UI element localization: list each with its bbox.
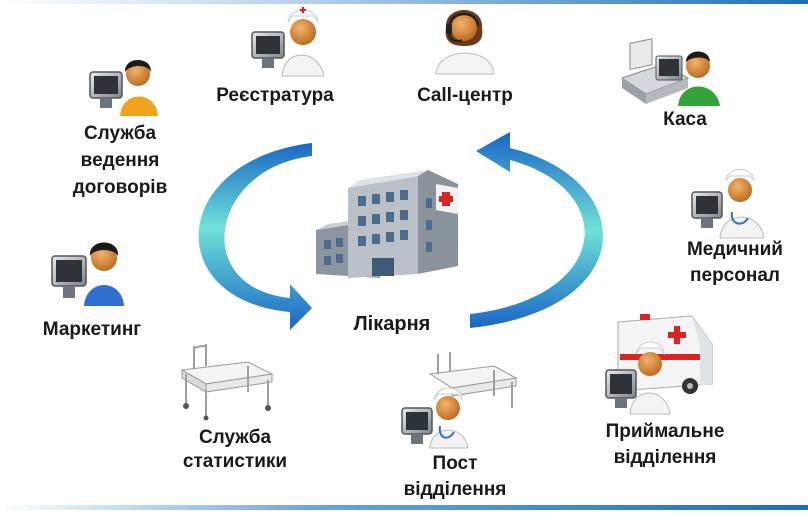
contracts-service-icon xyxy=(89,60,158,116)
top-accent-line xyxy=(0,0,808,4)
statistics-label-line1: Служба xyxy=(198,427,272,448)
bottom-accent-line xyxy=(0,505,808,510)
call-center-label: Call-центр xyxy=(417,85,513,106)
cashier-label: Каса xyxy=(663,109,707,130)
registry-label: Реєстратура xyxy=(216,85,334,106)
ward-post-nurse-icon xyxy=(401,352,518,449)
contracts-label-line1: Служба xyxy=(83,123,157,144)
marketing-label: Маркетинг xyxy=(42,319,142,340)
right-cycle-arrow xyxy=(470,132,604,328)
admission-label-line1: Приймальне xyxy=(605,421,725,442)
left-cycle-arrow xyxy=(198,143,312,330)
call-center-operator-icon xyxy=(435,10,495,75)
registry-nurse-icon xyxy=(251,7,325,77)
admission-ambulance-icon xyxy=(605,314,713,415)
admission-label-line2: відділення xyxy=(613,447,717,468)
medical-staff-label-line1: Медичний xyxy=(686,239,783,260)
medical-staff-doctor-icon xyxy=(691,169,765,239)
ward-post-label-line1: Пост xyxy=(432,453,478,474)
hospital-building-icon xyxy=(316,170,458,278)
statistics-bed-icon xyxy=(180,344,274,421)
ward-post-label-line2: відділення xyxy=(403,479,507,500)
cashier-register-icon xyxy=(620,38,720,106)
contracts-label-line3: договорів xyxy=(72,177,168,198)
marketing-person-icon xyxy=(51,242,124,306)
medical-staff-label-line2: персонал xyxy=(690,265,780,286)
hospital-label: Лікарня xyxy=(353,313,431,335)
statistics-label-line2: статистики xyxy=(182,451,288,472)
contracts-label-line2: ведення xyxy=(80,150,160,171)
